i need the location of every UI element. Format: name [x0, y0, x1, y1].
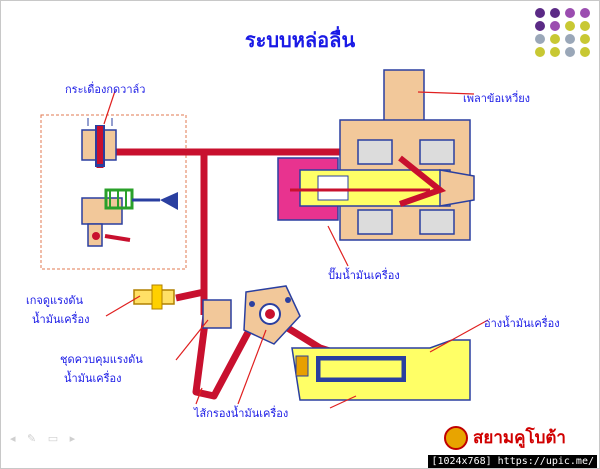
decor-dot — [550, 47, 560, 57]
label-pressure-control-line2: น้ำมันเครื่อง — [64, 372, 122, 385]
decor-dot — [580, 34, 590, 44]
label-rocker-arm: กระเดื่องกดวาล์ว — [65, 83, 146, 96]
decorative-dots — [535, 8, 592, 57]
decor-dot — [550, 8, 560, 18]
oil-gauge — [133, 284, 175, 310]
rocker-arm-assembly — [81, 118, 117, 167]
small-oil-line — [104, 234, 131, 242]
decor-dot — [565, 21, 575, 31]
valve-spring-assembly — [81, 188, 178, 247]
label-crankshaft: เพลาข้อเหวี่ยง — [463, 92, 531, 105]
decor-dot — [565, 34, 575, 44]
label-oil-pan: อ่างน้ำมันเครื่อง — [484, 317, 560, 330]
decor-dot — [565, 8, 575, 18]
brand-name: สยามคูโบต้า — [473, 428, 566, 448]
elephant-emblem-icon — [444, 425, 468, 450]
decor-dot — [580, 21, 590, 31]
pressure-control-body — [202, 299, 232, 329]
pointer-arrows — [103, 90, 489, 409]
brand-logo: สยามคูโบต้า — [444, 424, 566, 451]
label-pressure-control-line1: ชุดควบคุมแรงดัน — [60, 353, 143, 366]
label-oil-gauge-line2: น้ำมันเครื่อง — [32, 313, 90, 326]
decor-dot — [535, 21, 545, 31]
decor-dot — [550, 34, 560, 44]
label-oil-gauge-line1: เกจดูแรงดัน — [26, 294, 84, 307]
oil-pump — [243, 285, 301, 345]
decor-dot — [580, 8, 590, 18]
watermark: [1024x768] https://upic.me/ — [428, 455, 597, 468]
oil-pan — [291, 339, 471, 401]
decor-dot — [535, 8, 545, 18]
valve-train-box — [40, 114, 187, 270]
label-pressure-control: ชุดควบคุมแรงดัน น้ำมันเครื่อง — [60, 350, 143, 388]
decor-dot — [535, 47, 545, 57]
decor-dot — [565, 47, 575, 57]
slide-title: ระบบหล่อลื่น — [244, 28, 356, 52]
crankshaft-housing — [277, 69, 475, 241]
decor-dot — [550, 21, 560, 31]
decor-dot — [580, 47, 590, 57]
label-oil-strainer: ไส้กรองน้ำมันเครื่อง — [194, 407, 289, 420]
slideshow-controls[interactable]: ◂ ✎ ▭ ▸ — [10, 432, 80, 445]
label-oil-gauge: เกจดูแรงดัน น้ำมันเครื่อง — [26, 291, 89, 329]
decor-dot — [535, 34, 545, 44]
label-oil-pump: ปั๊มน้ำมันเครื่อง — [328, 269, 400, 282]
